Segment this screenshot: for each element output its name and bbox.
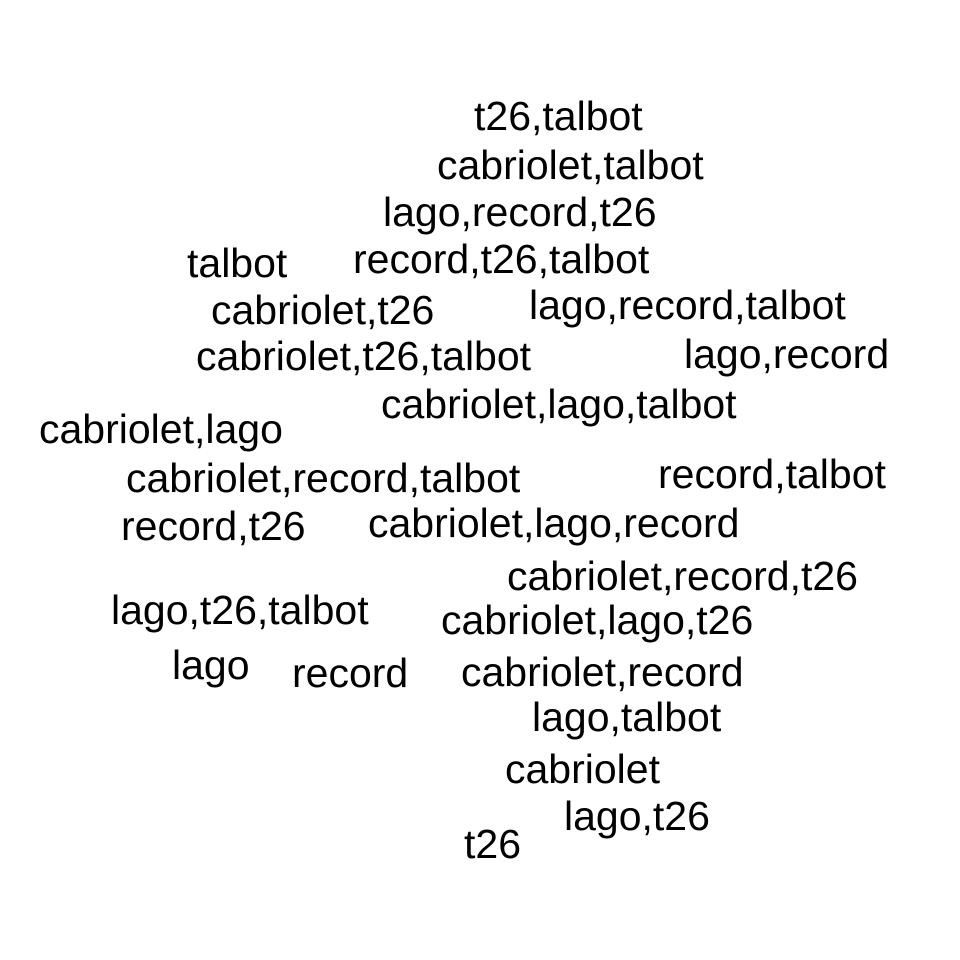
word-label: lago,record bbox=[684, 331, 890, 377]
word-label: cabriolet,lago bbox=[39, 406, 283, 452]
word-label: cabriolet,t26,talbot bbox=[196, 333, 532, 379]
word-label: lago,t26 bbox=[564, 793, 710, 839]
word-label: t26 bbox=[464, 821, 521, 867]
word-label: cabriolet,lago,t26 bbox=[441, 597, 754, 643]
word-label: cabriolet,t26 bbox=[211, 287, 435, 333]
word-label: cabriolet,record,t26 bbox=[507, 553, 858, 599]
word-label: lago,t26,talbot bbox=[111, 587, 369, 633]
word-label: record,t26,talbot bbox=[353, 236, 650, 282]
word-label: t26,talbot bbox=[474, 93, 643, 139]
word-label: talbot bbox=[187, 240, 288, 286]
word-label: cabriolet,talbot bbox=[437, 142, 704, 188]
word-label: lago bbox=[172, 642, 250, 688]
word-label: record,t26 bbox=[121, 503, 306, 549]
word-label: lago,record,t26 bbox=[383, 189, 657, 235]
word-label: record,talbot bbox=[658, 451, 886, 497]
word-label: cabriolet,lago,talbot bbox=[381, 381, 737, 427]
word-label: cabriolet bbox=[505, 746, 660, 792]
word-label: cabriolet,record,talbot bbox=[126, 455, 521, 501]
word-label: cabriolet,record bbox=[461, 649, 744, 695]
word-label: record bbox=[292, 650, 409, 696]
word-label: cabriolet,lago,record bbox=[368, 500, 740, 546]
word-label: lago,record,talbot bbox=[529, 282, 846, 328]
word-label: lago,talbot bbox=[532, 694, 722, 740]
